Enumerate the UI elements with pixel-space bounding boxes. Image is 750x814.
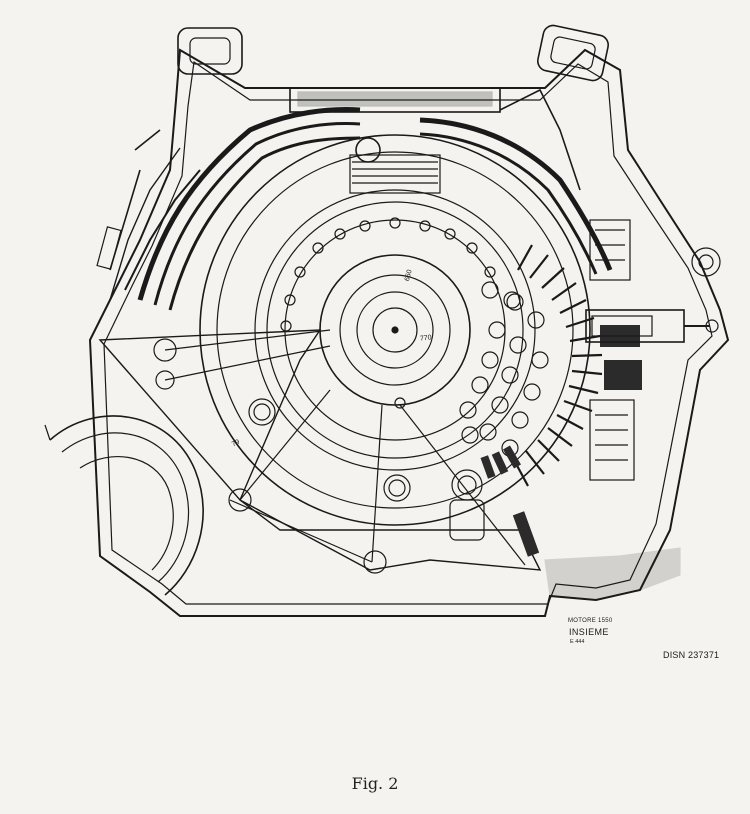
stator-ring-outer (199, 134, 591, 526)
lug-top-left (177, 27, 243, 75)
lower-yoke (98, 329, 542, 571)
motor-label: MOTORE 1550 (568, 618, 613, 624)
drawing-number: DISN 237371 (663, 650, 720, 660)
figure-caption: Fig. 2 (351, 774, 399, 793)
stator-ring-inner (254, 189, 536, 471)
stator-slots (513, 244, 603, 487)
lug-right-ring (691, 247, 721, 277)
wheel-arc (49, 415, 204, 596)
bolt-ring (280, 217, 496, 332)
outer-frame-inner (103, 60, 713, 605)
drawing-title: INSIEME (569, 627, 609, 637)
cooling-holes (459, 281, 549, 457)
field-coils (480, 325, 642, 557)
outer-frame (88, 48, 730, 617)
lug-top-right (536, 24, 610, 82)
bottom-shoe (544, 547, 681, 601)
drawing-code: E 444 (570, 639, 585, 645)
top-bar (289, 87, 501, 113)
dimension-770: 770 (419, 334, 433, 343)
